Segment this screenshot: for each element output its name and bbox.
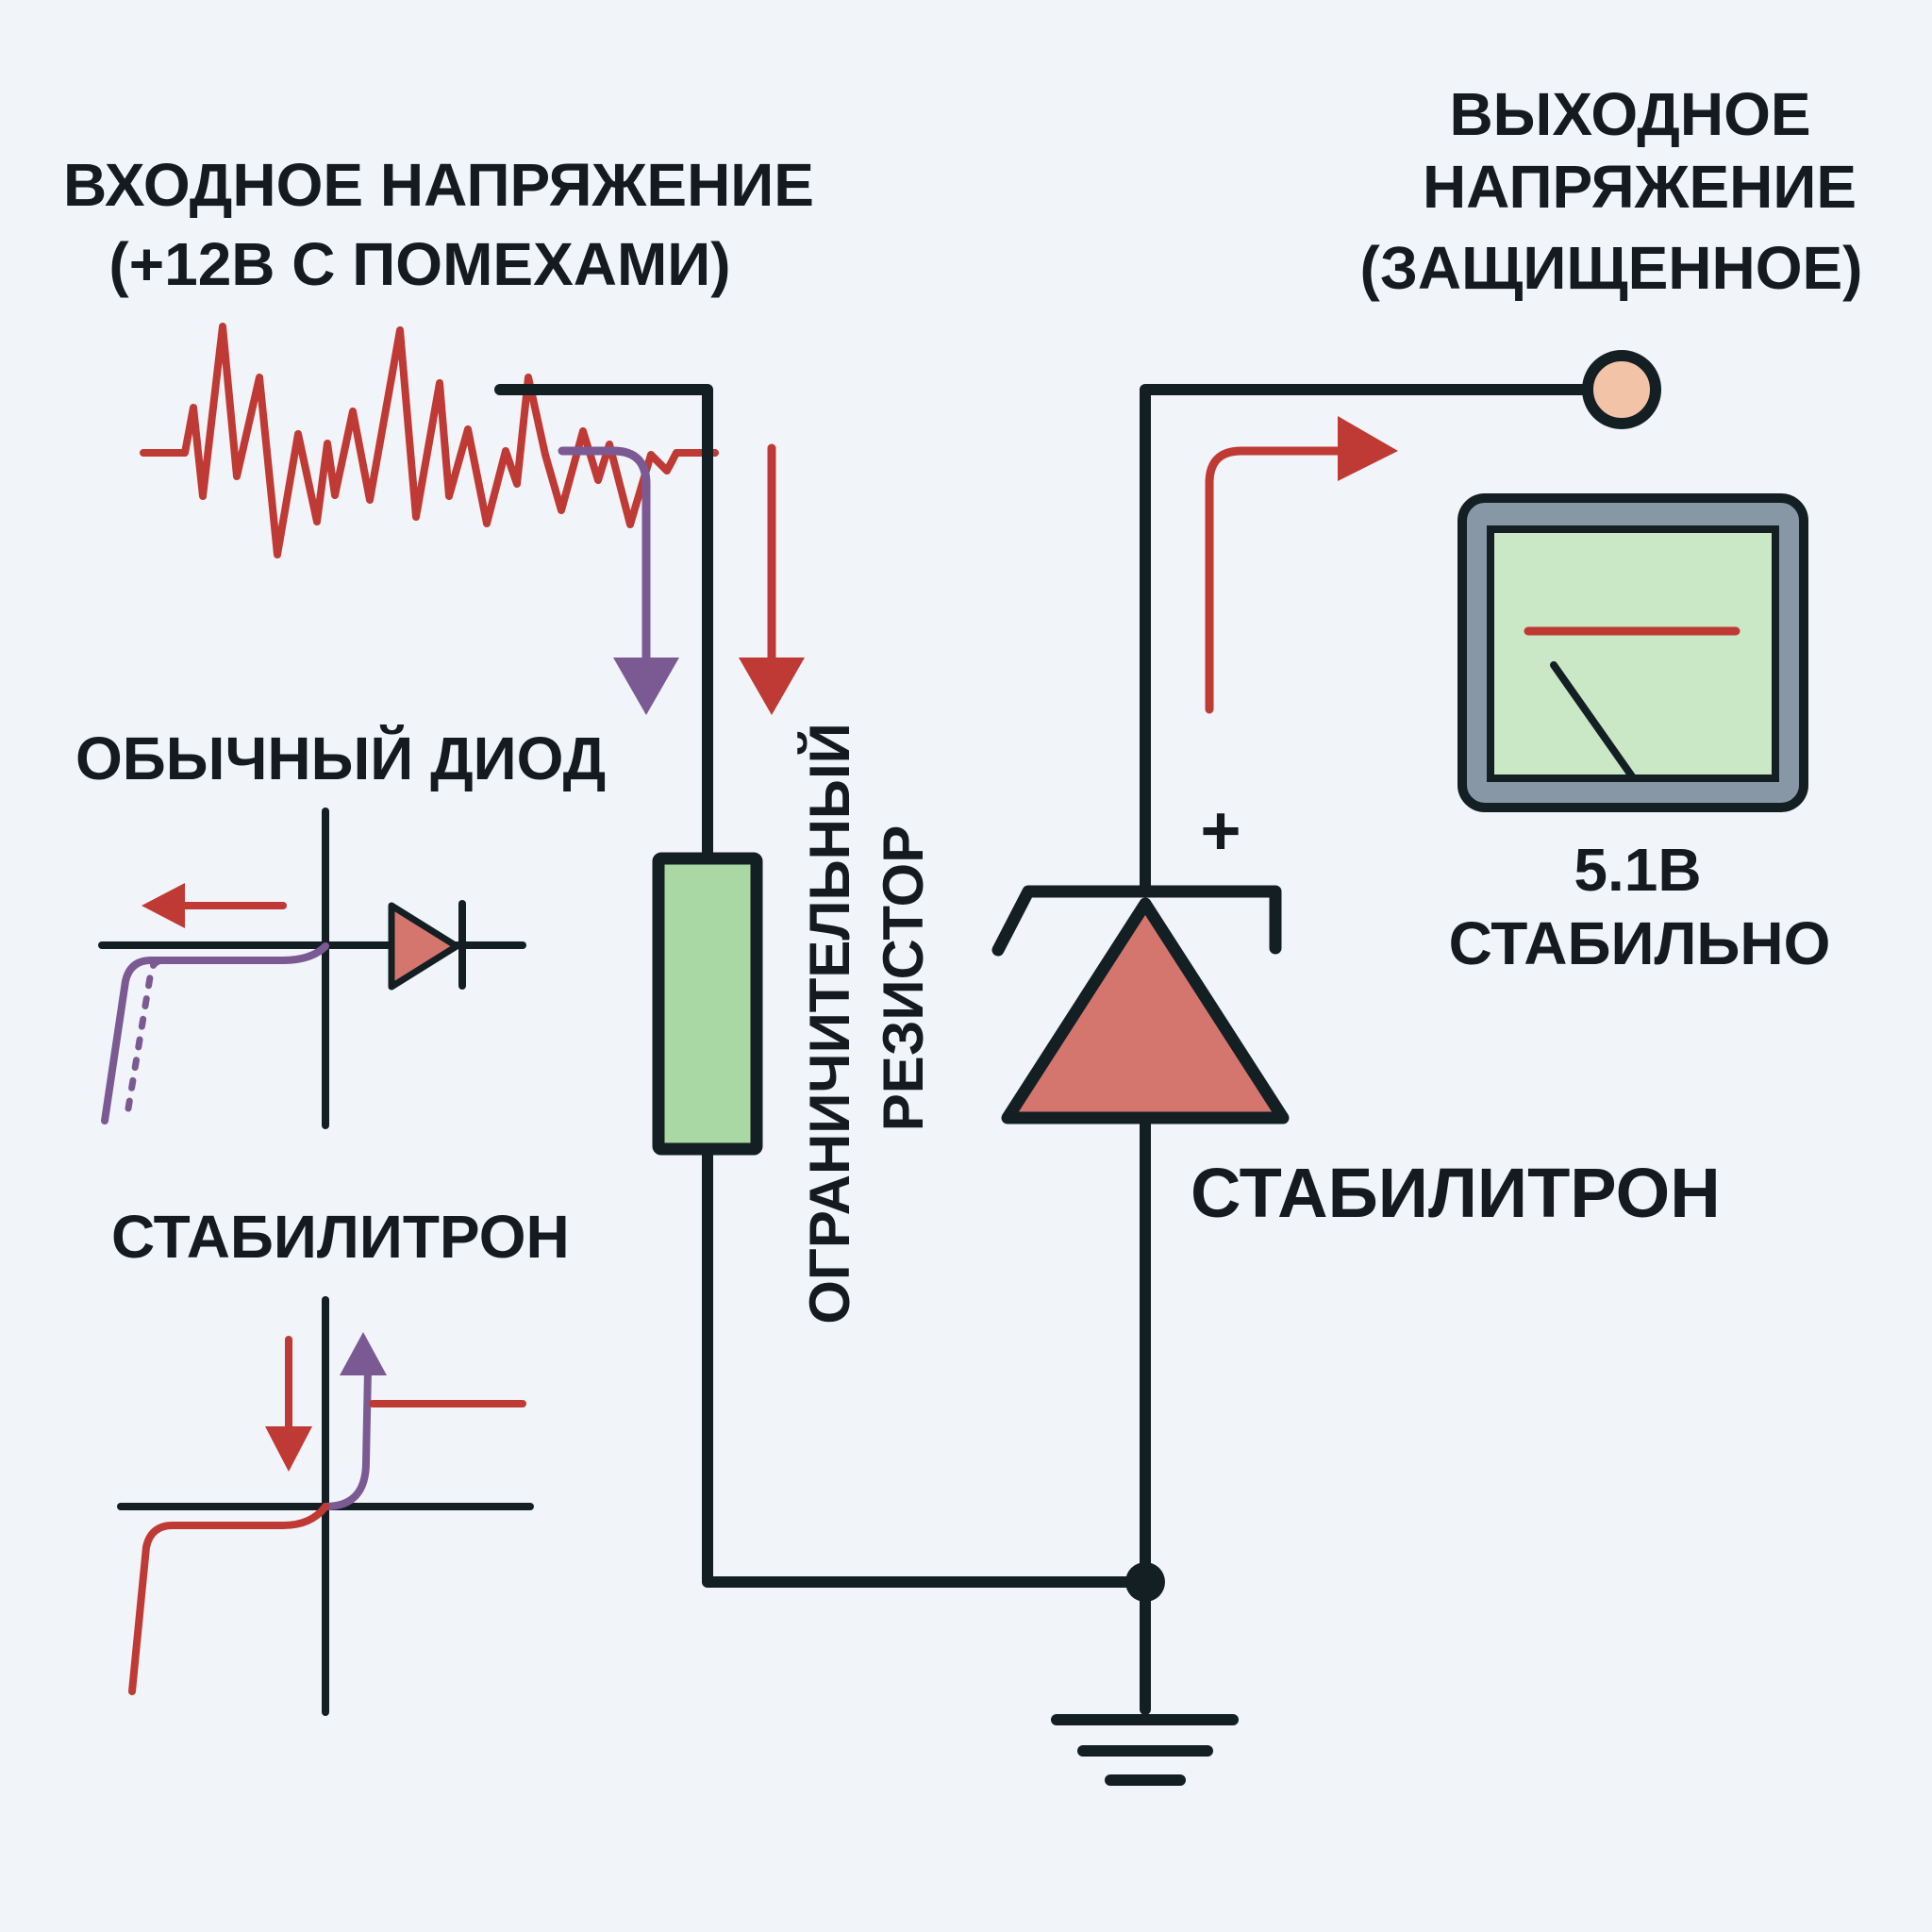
resistor-label-line1: ОГРАНИЧИТЕЛЬНЫЙ [798,723,861,1324]
input-current-arrow-red [739,443,805,715]
polarity-plus-sign: + [1200,791,1241,870]
input-voltage-title-line1: ВХОДНОЕ НАПРЯЖЕНИЕ [63,151,814,219]
zener-reverse-arrow [265,1336,312,1472]
zener-small-label: СТАБИЛИТРОН [111,1203,570,1271]
normal-diode-dotted-curve [125,957,202,1112]
voltmeter-reading: 5.1В СТАБИЛЬНО [1449,836,1831,977]
zener-reverse-curve [128,1503,329,1695]
ground-icon [1051,1714,1239,1786]
resistor-icon [652,852,763,1156]
zener-diode-icon [991,885,1290,1124]
zener-forward-curve [322,1366,372,1510]
diode-icon [388,900,466,991]
normal-diode-label: ОБЫЧНЫЙ ДИОД [75,724,606,792]
output-voltage-title: ВЫХОДНОЕ НАПРЯЖЕНИЕ (ЗАЩИЩЕННОЕ) [1360,80,1863,302]
output-current-arrowhead [1338,416,1398,481]
resistor-label-line2: РЕЗИСТОР [872,825,935,1131]
voltmeter-reading-value: 5.1В [1574,836,1701,904]
zener-forward-arrowhead [340,1332,387,1375]
voltmeter-reading-status: СТАБИЛЬНО [1449,909,1831,977]
normal-diode-graph [98,808,526,1129]
zener-main-label: СТАБИЛИТРОН [1191,1154,1721,1232]
normal-diode-iv-curve [101,942,329,1124]
input-wire [494,384,713,859]
output-wire [1140,384,1588,897]
input-voltage-title-line2: (+12В С ПОМЕХАМИ) [108,230,730,298]
output-voltage-title-line3: (ЗАЩИЩЕННОЕ) [1360,234,1863,302]
reverse-current-arrow [142,883,287,928]
output-terminal [1582,350,1661,429]
output-voltage-title-line1: ВЫХОДНОЕ [1449,80,1810,148]
circuit-wires [494,384,1588,1715]
zener-characteristic-graph [117,1296,534,1716]
output-voltage-title-line2: НАПРЯЖЕНИЕ [1423,153,1857,221]
resistor-label: ОГРАНИЧИТЕЛЬНЫЙ РЕЗИСТОР [798,723,935,1324]
noisy-input-waveform [140,323,719,558]
output-current-arrow [1205,446,1363,714]
bottom-wire [702,1145,1151,1588]
input-voltage-title: ВХОДНОЕ НАПРЯЖЕНИЕ (+12В С ПОМЕХАМИ) [63,151,814,298]
voltmeter-icon [1457,493,1808,812]
junction-dot [1125,1562,1165,1602]
input-current-arrow-purple [558,446,679,715]
